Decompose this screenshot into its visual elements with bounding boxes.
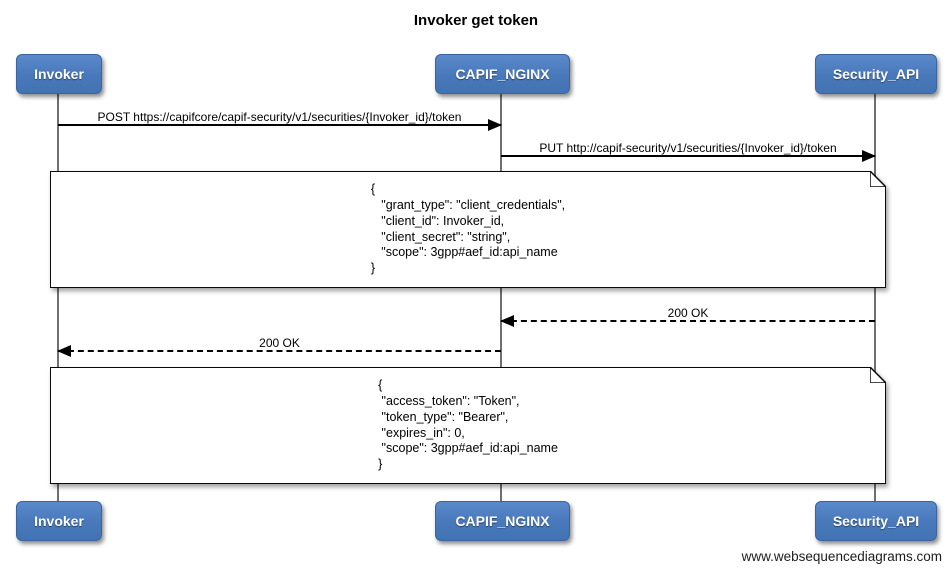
message-label: 200 OK [667,306,709,320]
lifeline-security-api [874,93,876,501]
note-folded-corner-icon [870,171,886,187]
message-line-solid [501,155,875,157]
note-response-body: { "access_token": "Token", "token_type":… [50,367,886,484]
actor-box-security-api-bottom: Security_API [815,501,937,541]
actor-box-invoker-bottom: Invoker [16,501,102,541]
note-json-text: { "grant_type": "client_credentials", "c… [370,182,566,276]
note-folded-corner-icon [870,367,886,383]
actor-box-security-api-top: Security_API [815,54,937,94]
watermark-url: www.websequencediagrams.com [741,549,942,564]
message-label: PUT http://capif-security/v1/securities/… [539,141,837,155]
arrowhead-right-icon [488,119,502,131]
message-line-dashed [501,320,875,322]
message-line-dashed [58,350,501,352]
message-line-solid [58,124,501,126]
note-sheet: { "grant_type": "client_credentials", "c… [50,171,886,288]
lifeline-capif-nginx [500,93,502,501]
arrowhead-left-icon [500,315,514,327]
message-label: POST https://capifcore/capif-security/v1… [97,110,462,124]
lifeline-invoker [57,93,59,501]
actor-box-invoker-top: Invoker [16,54,102,94]
note-json-text: { "access_token": "Token", "token_type":… [378,378,558,472]
actor-box-capif-nginx-top: CAPIF_NGINX [435,54,570,94]
diagram-title: Invoker get token [413,12,539,29]
message-200ok-capif-to-invoker: 200 OK [57,332,501,357]
actor-box-capif-nginx-bottom: CAPIF_NGINX [435,501,570,541]
message-put-token: PUT http://capif-security/v1/securities/… [501,137,876,162]
message-label: 200 OK [259,336,300,350]
arrowhead-left-icon [57,345,71,357]
arrowhead-right-icon [862,150,876,162]
message-200ok-security-to-capif: 200 OK [500,302,875,327]
note-sheet: { "access_token": "Token", "token_type":… [50,367,886,484]
note-request-body: { "grant_type": "client_credentials", "c… [50,171,886,288]
message-post-token: POST https://capifcore/capif-security/v1… [58,106,502,131]
